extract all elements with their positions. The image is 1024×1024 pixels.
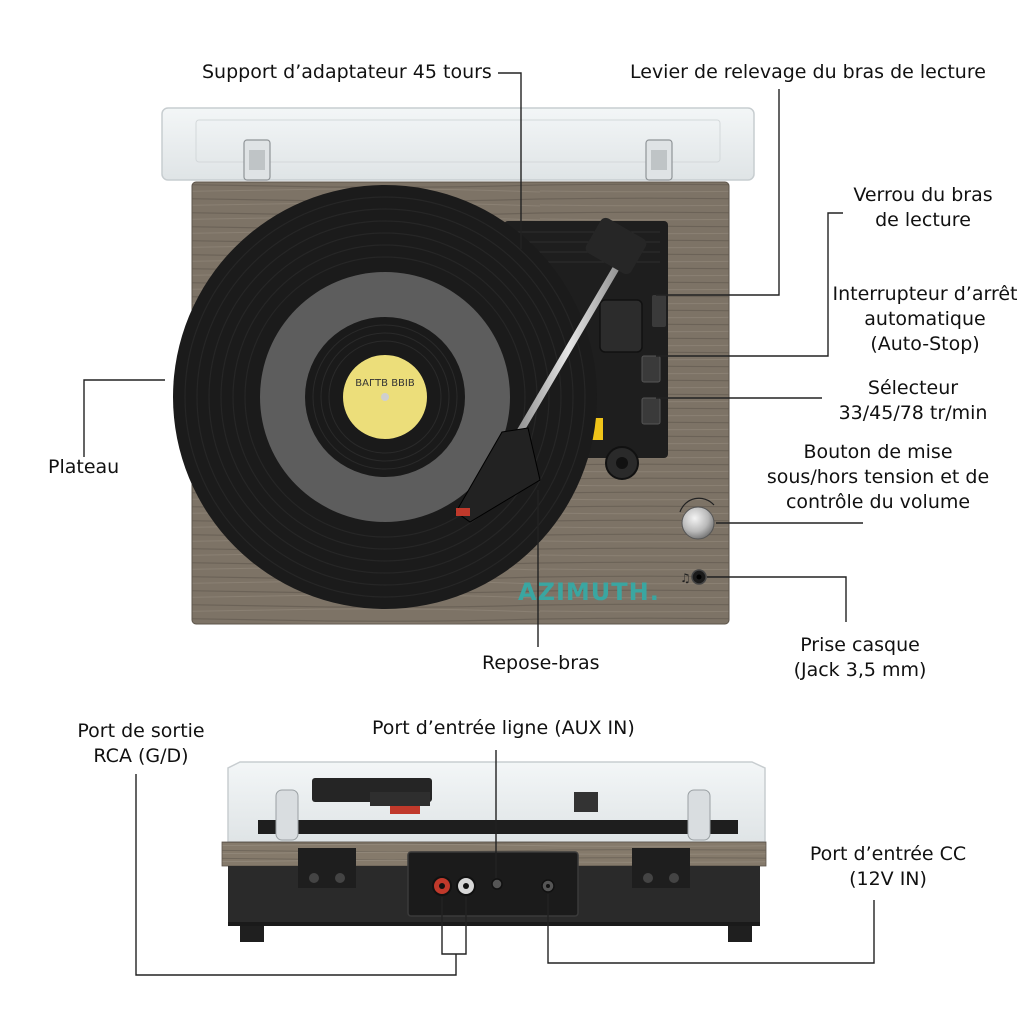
- label-cc: Port d’entrée CC (12V IN): [809, 843, 967, 890]
- label-casque: Prise casque (Jack 3,5 mm): [793, 634, 927, 681]
- top-view: ВАГТВ ВВІВ ♫ AZIMUTH.: [161, 107, 755, 625]
- headshell[interactable]: [455, 427, 541, 523]
- leader-levier: [656, 89, 780, 296]
- auto-stop-switch[interactable]: [641, 355, 661, 383]
- arm-rest: [599, 299, 643, 353]
- leader-cc: [547, 894, 875, 964]
- power-volume-knob[interactable]: [681, 506, 715, 540]
- lift-lever[interactable]: [652, 295, 666, 327]
- counterweight[interactable]: [583, 216, 648, 277]
- label-support-45: Support d’adaptateur 45 tours: [202, 61, 492, 83]
- record-label-text: ВАГТВ ВВІВ: [355, 378, 415, 389]
- front-view: [221, 761, 767, 942]
- label-rca: Port de sortie RCA (G/D): [77, 720, 205, 767]
- label-autostop: Interrupteur d’arrêt automatique (Auto-S…: [832, 283, 1018, 355]
- label-repose: Repose-bras: [482, 652, 600, 674]
- leader-rca: [135, 774, 457, 976]
- leader-support-45: [498, 72, 522, 249]
- label-selecteur: Sélecteur 33/45/78 tr/min: [838, 377, 988, 424]
- label-levier: Levier de relevage du bras de lecture: [630, 61, 986, 83]
- speed-selector[interactable]: [641, 397, 661, 425]
- label-plateau: Plateau: [48, 456, 120, 478]
- leader-verrou: [656, 212, 843, 357]
- leader-rca-bracket: [441, 897, 467, 955]
- brand-logo: AZIMUTH.: [518, 578, 660, 606]
- aux-in-port[interactable]: [491, 878, 503, 890]
- headphone-icon: ♫: [680, 571, 691, 585]
- tonearm[interactable]: [511, 254, 626, 444]
- leader-lines: [83, 72, 875, 976]
- label-verrou: Verrou du bras de lecture: [853, 184, 993, 231]
- leader-casque: [707, 576, 847, 622]
- label-bouton: Bouton de mise sous/hors tension et de c…: [766, 441, 990, 513]
- leader-plateau: [83, 379, 165, 457]
- label-aux: Port d’entrée ligne (AUX IN): [372, 717, 635, 739]
